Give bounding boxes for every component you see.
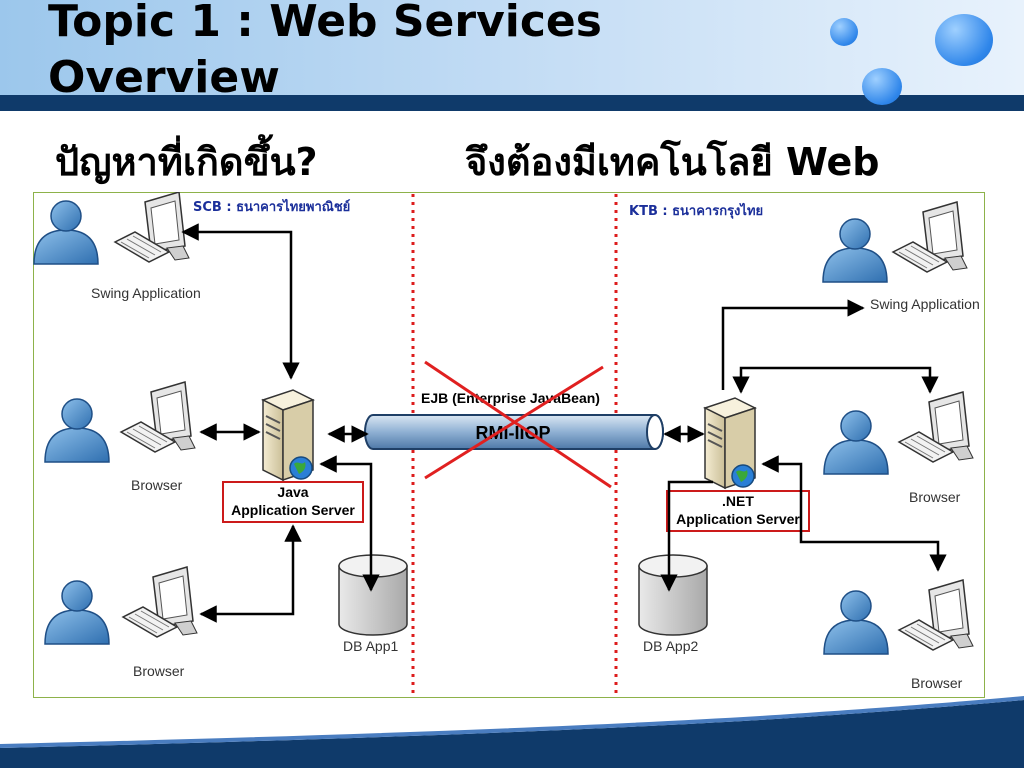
decorative-bubble-small xyxy=(830,18,858,46)
left-client-label-2: Browser xyxy=(131,477,183,493)
user-icon xyxy=(33,200,99,265)
connector-arrow xyxy=(199,524,302,623)
user-icon xyxy=(822,218,888,283)
left-bank-label: SCB : ธนาคารไทยพาณิชย์ xyxy=(193,198,350,215)
connector-arrow xyxy=(721,299,865,390)
java-server-role: Application Server xyxy=(231,502,355,518)
user-icon xyxy=(44,580,110,645)
connector-arrow xyxy=(732,366,939,394)
header-bar xyxy=(0,95,1024,111)
net-server-name: .NET xyxy=(722,493,754,509)
cross-line-1 xyxy=(424,360,612,489)
slide-title: Topic 1 : Web Services Overview xyxy=(48,0,602,103)
right-client-label-3: Browser xyxy=(911,675,963,691)
user-icon xyxy=(823,590,889,655)
connector-arrow xyxy=(319,455,380,592)
pipe-caption: EJB (Enterprise JavaBean) xyxy=(421,390,600,406)
user-icon xyxy=(823,410,889,475)
computer-icon xyxy=(898,579,974,651)
database-icon xyxy=(338,554,408,636)
footer-wave xyxy=(0,696,1024,768)
subtitle-left: ปัญหาที่เกิดขึ้น? xyxy=(55,140,318,184)
connector-arrow xyxy=(181,223,300,380)
header-band xyxy=(0,0,1024,95)
architecture-diagram: SCB : ธนาคารไทยพาณิชย์ KTB : ธนาคารกรุงไ… xyxy=(33,192,980,694)
database-icon xyxy=(638,554,708,636)
net-server-role: Application Server xyxy=(676,511,800,527)
cross-line-2 xyxy=(424,365,604,480)
db-right-label: DB App2 xyxy=(643,638,698,654)
java-server-icon xyxy=(262,389,314,481)
computer-icon xyxy=(898,391,974,463)
user-icon xyxy=(44,398,110,463)
decorative-bubble-large xyxy=(935,14,993,66)
computer-icon xyxy=(122,566,198,638)
right-bank-label: KTB : ธนาคารกรุงไทย xyxy=(629,202,763,219)
computer-icon xyxy=(120,381,196,453)
decorative-bubble-medium xyxy=(862,68,902,105)
subtitle-right: จึงต้องมีเทคโนโลยี Web xyxy=(465,140,880,184)
connector-arrow xyxy=(761,455,947,572)
java-server-name: Java xyxy=(277,484,308,500)
connector-arrow xyxy=(660,480,713,592)
left-client-label-3: Browser xyxy=(133,663,185,679)
pipe-label: RMI-IIOP xyxy=(476,423,551,443)
net-server-icon xyxy=(704,397,756,489)
left-client-label-1: Swing Application xyxy=(91,285,201,301)
computer-icon xyxy=(114,192,190,263)
right-client-label-1: Swing Application xyxy=(870,296,980,312)
right-client-label-2: Browser xyxy=(909,489,961,505)
computer-icon xyxy=(892,201,968,273)
db-left-label: DB App1 xyxy=(343,638,398,654)
